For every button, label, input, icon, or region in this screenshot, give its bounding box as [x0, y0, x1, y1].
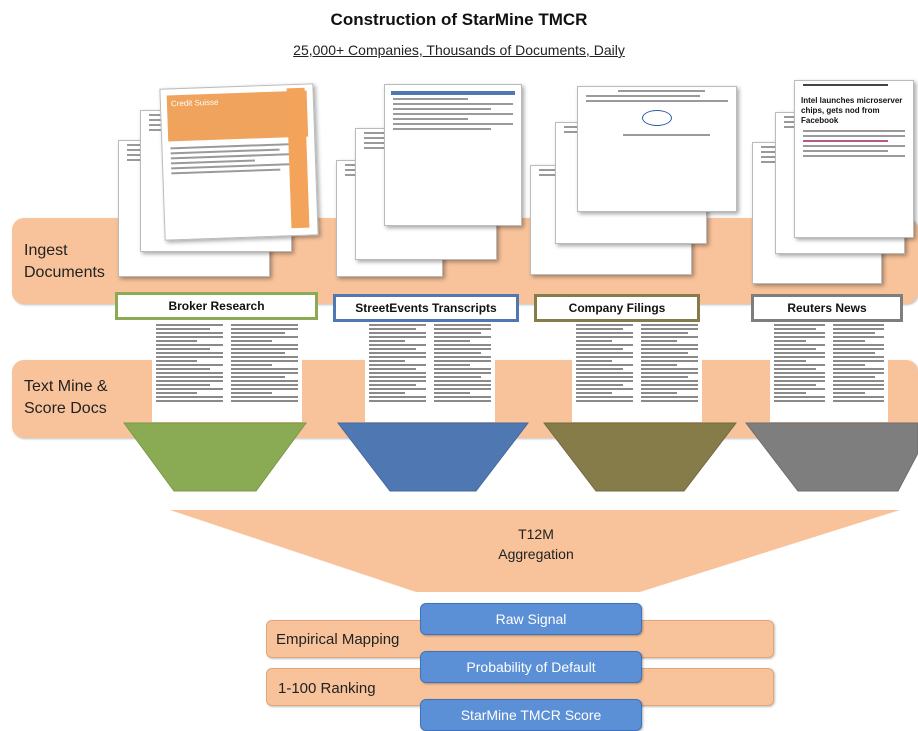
diagram-subtitle: 25,000+ Companies, Thousands of Document…: [293, 42, 625, 58]
ingest-label-text: Ingest Documents: [24, 242, 105, 281]
source-label-broker-research: Broker Research: [115, 292, 318, 320]
ingest-label: Ingest Documents: [24, 240, 124, 284]
funnels-svg: [123, 422, 918, 492]
source-label-broker-research-text: Broker Research: [168, 299, 265, 313]
probability-of-default-box: Probability of Default: [420, 651, 642, 683]
filings-doc-front: [577, 86, 737, 212]
transcripts-doc-front: [384, 84, 522, 226]
textmine-label: Text Mine & Score Docs: [24, 376, 134, 420]
news-doc-front: Intel launches microserver chips, gets n…: [794, 80, 914, 238]
aggregation-funnel: [170, 510, 900, 592]
raw-signal-box: Raw Signal: [420, 603, 642, 635]
probability-of-default-text: Probability of Default: [466, 659, 596, 675]
funnel-company-filings: [542, 422, 738, 492]
starmine-tmcr-score-text: StarMine TMCR Score: [460, 707, 602, 723]
mined-doc-news: [770, 322, 888, 422]
source-label-streetevents: StreetEvents Transcripts: [333, 294, 519, 322]
diagram-title: Construction of StarMine TMCR: [330, 10, 588, 29]
aggregation-line1: T12M: [518, 526, 554, 542]
intel-logo-icon: [642, 110, 672, 126]
source-label-company-filings-text: Company Filings: [568, 301, 666, 315]
source-label-company-filings: Company Filings: [534, 294, 700, 322]
funnel-reuters-news: [744, 422, 918, 492]
news-headline: Intel launches microserver chips, gets n…: [801, 96, 903, 125]
source-label-reuters-news-text: Reuters News: [787, 301, 867, 315]
source-label-streetevents-text: StreetEvents Transcripts: [355, 301, 497, 315]
mined-doc-broker: [152, 322, 302, 422]
starmine-tmcr-score-box: StarMine TMCR Score: [420, 699, 642, 731]
source-label-reuters-news: Reuters News: [751, 294, 903, 322]
empirical-mapping-label: Empirical Mapping: [276, 631, 400, 648]
funnel-streetevents: [336, 422, 530, 492]
textmine-label-text: Text Mine & Score Docs: [24, 378, 108, 417]
raw-signal-text: Raw Signal: [495, 611, 567, 627]
ranking-label: 1-100 Ranking: [278, 680, 376, 697]
aggregation-line2: Aggregation: [498, 546, 574, 562]
mined-doc-filings: [572, 322, 702, 422]
aggregation-svg: [170, 510, 900, 592]
aggregation-text: T12M Aggregation: [436, 524, 636, 564]
funnel-broker-research: [123, 422, 307, 492]
mined-doc-transcripts: [365, 322, 495, 422]
